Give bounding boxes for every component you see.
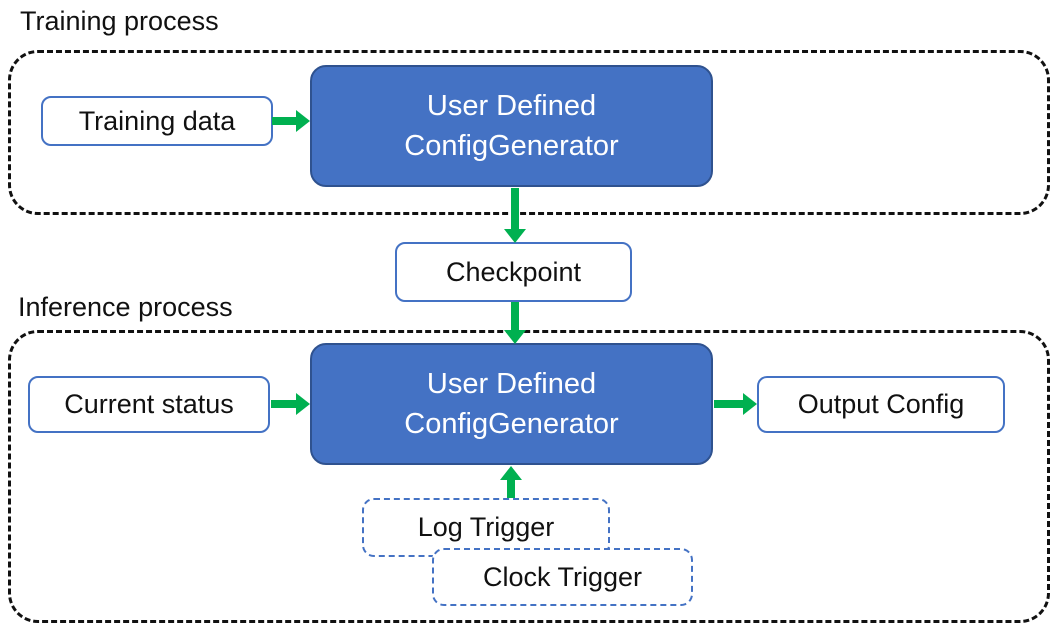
generator-label-line2: ConfigGenerator [404, 408, 619, 440]
arrow-checkpoint-to-inference-generator [504, 302, 526, 344]
training-data-box: Training data [41, 96, 273, 146]
arrow-shaft [507, 479, 515, 498]
inference-process-title: Inference process [18, 292, 233, 322]
output-config-label: Output Config [797, 389, 965, 419]
training-process-title: Training process [20, 6, 219, 36]
arrow-shaft [714, 400, 744, 408]
training-data-label: Training data [78, 105, 236, 136]
log-trigger-label: Log Trigger [417, 512, 555, 542]
clock-trigger-box: Clock Trigger [432, 548, 693, 606]
arrow-head-icon [296, 110, 310, 132]
inference-config-generator-box: User Defined ConfigGenerator [310, 343, 713, 465]
arrow-shaft [511, 302, 519, 331]
arrow-training-data-to-generator [272, 110, 310, 132]
arrow-generator-to-output-config [714, 393, 757, 415]
clock-trigger-label: Clock Trigger [482, 561, 643, 592]
current-status-box: Current status [28, 376, 270, 433]
arrow-head-icon [504, 330, 526, 344]
generator-label-line2: ConfigGenerator [404, 130, 619, 162]
current-status-label: Current status [64, 389, 234, 419]
arrow-head-icon [504, 229, 526, 243]
checkpoint-label: Checkpoint [445, 256, 582, 287]
arrow-triggers-to-generator [500, 466, 522, 498]
inference-process-container [8, 330, 1050, 623]
checkpoint-box: Checkpoint [395, 242, 632, 302]
generator-label-line1: User Defined [426, 368, 597, 400]
training-process-container [8, 50, 1050, 215]
arrow-generator-to-checkpoint [504, 188, 526, 243]
output-config-box: Output Config [757, 376, 1005, 433]
arrow-current-status-to-generator [271, 393, 310, 415]
arrow-head-icon [296, 393, 310, 415]
generator-label-line1: User Defined [426, 90, 597, 122]
arrow-shaft [271, 400, 297, 408]
arrow-shaft [272, 117, 297, 125]
arrow-shaft [511, 188, 519, 230]
arrow-head-icon [500, 466, 522, 480]
log-trigger-box: Log Trigger [362, 498, 610, 557]
training-config-generator-box: User Defined ConfigGenerator [310, 65, 713, 187]
arrow-head-icon [743, 393, 757, 415]
